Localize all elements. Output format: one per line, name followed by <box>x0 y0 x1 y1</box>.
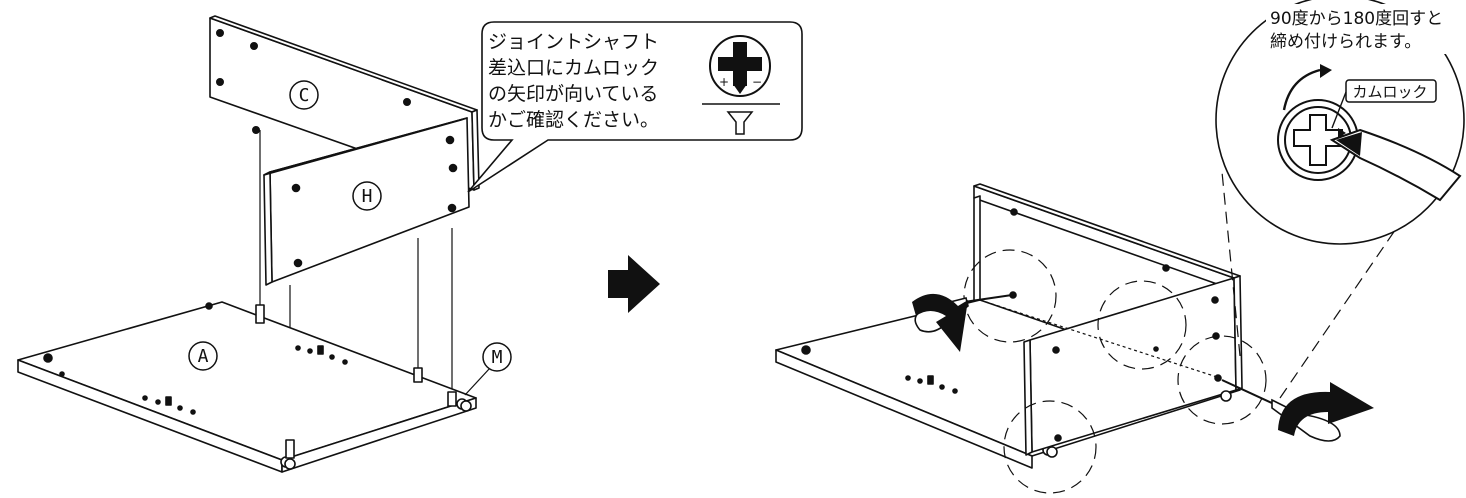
cam-lock-symbol-icon: + − <box>702 35 780 135</box>
part-label-a-text: A <box>198 346 209 367</box>
step-arrow <box>608 255 660 313</box>
part-label-h-text: H <box>362 186 373 207</box>
right-arrow-icon <box>608 255 660 313</box>
part-label-m: M <box>482 342 512 372</box>
callout-line-3: の矢印が向いている <box>488 83 658 105</box>
plus-sign: + <box>719 75 729 89</box>
callout-line-2: 差込口にカムロック <box>488 57 659 79</box>
part-label-c-text: C <box>299 85 310 106</box>
rotate-indicator-arrow-icon <box>1282 68 1321 111</box>
callout-text: ジョイントシャフト 差込口にカムロック の矢印が向いている かご確認ください。 <box>488 31 665 131</box>
note-line-1: 90度から180度回すと <box>1270 9 1443 29</box>
part-label-a: A <box>188 341 218 371</box>
panel-a <box>17 301 477 473</box>
dowel-pins <box>255 304 457 459</box>
instruction-note: 90度から180度回すと 締め付けられます。 <box>1266 4 1462 54</box>
zoom-circle: カムロック <box>1215 0 1465 245</box>
screwdriver-left <box>912 293 1013 352</box>
cam-lock-label: カムロック <box>1352 83 1427 101</box>
note-line-2: 締め付けられます。 <box>1270 32 1421 52</box>
instruction-note-text: 90度から180度回すと 締め付けられます。 <box>1270 9 1449 52</box>
callout-bubble: ジョイントシャフト 差込口にカムロック の矢印が向いている かご確認ください。 … <box>467 21 803 193</box>
minus-sign: − <box>752 75 762 89</box>
right-assembly <box>775 183 1243 469</box>
callout-line-1: ジョイントシャフト <box>488 31 659 53</box>
callout-line-4: かご確認ください。 <box>488 109 659 131</box>
part-label-h: H <box>352 181 382 211</box>
screwdriver-right <box>1221 379 1374 442</box>
left-assembly <box>17 15 491 473</box>
curved-rotate-arrow-icon <box>912 293 968 352</box>
part-label-c: C <box>289 80 319 110</box>
part-label-m-text: M <box>492 347 503 368</box>
curved-rotate-arrow-icon-right <box>1278 382 1374 436</box>
